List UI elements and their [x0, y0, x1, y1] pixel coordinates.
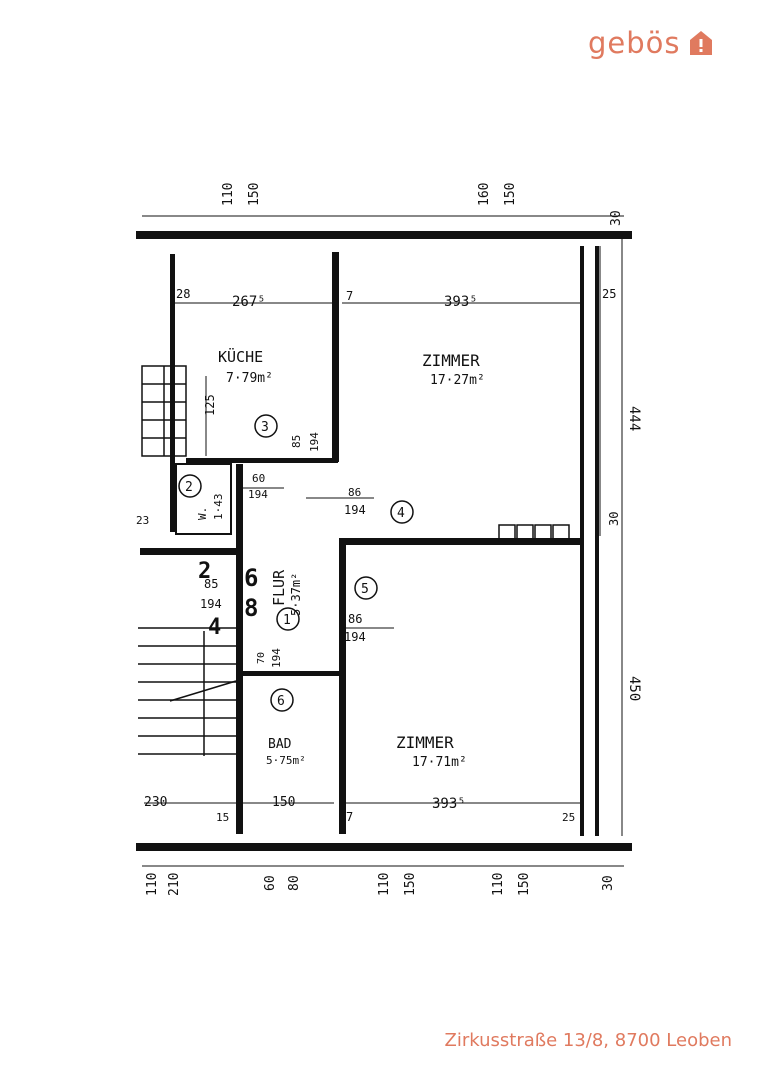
wc-number: 2 [185, 480, 193, 495]
floor-plan-drawing: KÜCHE 7·79m² 3 ZIMMER 17·27m² ZIMMER 17·… [136, 183, 642, 896]
dim-15: 15 [216, 811, 229, 824]
dim-top-110: 110 [221, 183, 236, 206]
dim-top-150b: 150 [503, 183, 518, 206]
dim-393a: 393⁵ [444, 294, 478, 310]
hall-number: 1 [283, 613, 291, 628]
dim-bot-150b: 150 [517, 873, 532, 896]
dim-194d: 194 [200, 597, 222, 611]
dim-194b: 194 [248, 488, 268, 501]
wc-area: 1·43 [212, 494, 225, 521]
dim-7b: 7 [346, 810, 353, 824]
dim-125: 125 [203, 394, 217, 416]
room-top-area: 17·27m² [430, 373, 485, 388]
dim-450: 450 [626, 676, 642, 701]
dim-top-30: 30 [609, 210, 624, 226]
dim-25b: 25 [562, 811, 575, 824]
dim-393b: 393⁵ [432, 796, 466, 812]
dim-bot-110a: 110 [145, 873, 160, 896]
bath-area: 5·75m² [266, 754, 306, 767]
mark-6: 6 [244, 564, 258, 592]
brand-name: gebös [588, 26, 681, 60]
dim-194e: 194 [270, 648, 283, 668]
dim-30b: 30 [607, 512, 621, 526]
bath-number: 6 [277, 694, 285, 709]
mark-8: 8 [244, 594, 258, 622]
kitchen-area: 7·79m² [226, 371, 273, 386]
dim-60: 60 [252, 472, 265, 485]
door-4-number: 4 [397, 506, 405, 521]
dim-28: 28 [176, 287, 190, 301]
house-icon [689, 31, 712, 55]
dim-top-160: 160 [477, 183, 492, 206]
dim-85c: 85 [204, 577, 218, 591]
room-bottom-label: ZIMMER [396, 733, 454, 752]
dim-bot-210: 210 [167, 873, 182, 896]
dim-194c: 194 [344, 503, 366, 517]
dim-230: 230 [144, 795, 167, 810]
dim-top-150a: 150 [247, 183, 262, 206]
dim-444: 444 [626, 406, 642, 431]
room-top-label: ZIMMER [422, 351, 480, 370]
dim-150c: 150 [272, 795, 295, 810]
hall-label: FLUR [270, 569, 288, 606]
kitchen-number: 3 [261, 420, 269, 435]
dim-25a: 25 [602, 287, 616, 301]
room-bottom-area: 17·71m² [412, 755, 467, 770]
dim-bot-110c: 110 [491, 873, 506, 896]
dim-7a: 7 [346, 289, 353, 303]
wc-label: W. [196, 507, 209, 520]
dim-bot-60: 60 [263, 875, 278, 891]
bath-label: BAD [268, 737, 292, 752]
brand-logo: gebös [588, 26, 713, 60]
dim-86d: 86 [348, 612, 362, 626]
hall-area: 5·37m² [289, 573, 303, 616]
kitchen-label: KÜCHE [218, 347, 263, 366]
mark-4: 4 [208, 615, 221, 640]
dim-194a: 194 [308, 432, 321, 452]
dim-bot-80: 80 [287, 875, 302, 891]
floor-plan: KÜCHE 7·79m² 3 ZIMMER 17·27m² ZIMMER 17·… [134, 176, 642, 901]
mark-2: 2 [198, 559, 211, 584]
dim-194f: 194 [344, 630, 366, 644]
dim-bot-150a: 150 [403, 873, 418, 896]
address-text: Zirkusstraße 13/8, 8700 Leoben [444, 1030, 733, 1051]
dim-85a: 85 [290, 435, 303, 448]
dim-86b: 86 [348, 486, 361, 499]
dim-bot-30: 30 [601, 875, 616, 891]
dim-side-23: 23 [136, 514, 149, 527]
door-5-number: 5 [361, 582, 369, 597]
dim-267: 267⁵ [232, 294, 266, 310]
dim-bot-110b: 110 [377, 873, 392, 896]
dim-70: 70 [256, 652, 267, 664]
